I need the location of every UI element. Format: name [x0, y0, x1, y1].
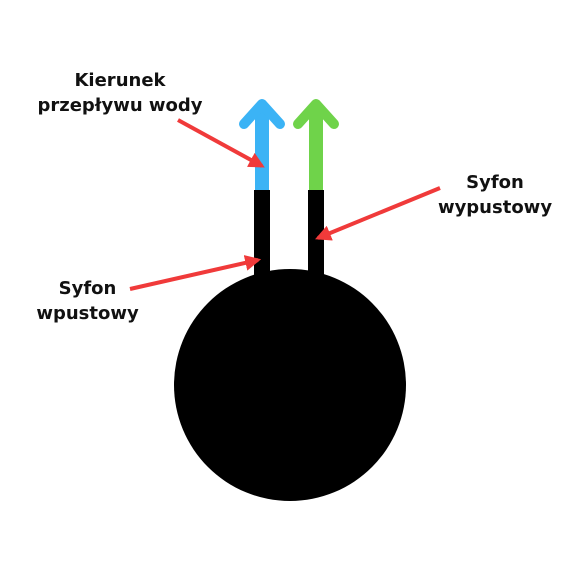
- flow-direction-label-line-1: Kierunek: [74, 70, 166, 91]
- inlet-siphon-label-line-1: Syfon: [58, 278, 117, 299]
- outlet-siphon-label-line-2: wypustowy: [437, 197, 553, 218]
- outlet-siphon-label: Syfon wypustowy: [430, 170, 560, 220]
- inlet-pipe: [254, 190, 270, 276]
- flow-direction-pointer: [177, 118, 265, 168]
- inlet-siphon-label-line-2: wpustowy: [36, 303, 139, 324]
- flow-direction-label-line-2: przepływu wody: [37, 95, 203, 116]
- outlet-siphon-pointer: [315, 186, 441, 241]
- flow-direction-label: Kierunek przepływu wody: [30, 68, 210, 118]
- outlet-pipe: [308, 190, 324, 276]
- inlet-siphon-label: Syfon wpustowy: [20, 276, 155, 326]
- siphon-body: [174, 269, 406, 501]
- outlet-siphon-label-line-1: Syfon: [466, 172, 524, 193]
- inlet-flow-arrow-icon: [239, 99, 285, 190]
- inlet-siphon-pointer: [129, 255, 262, 291]
- outlet-flow-arrow-icon: [293, 99, 339, 190]
